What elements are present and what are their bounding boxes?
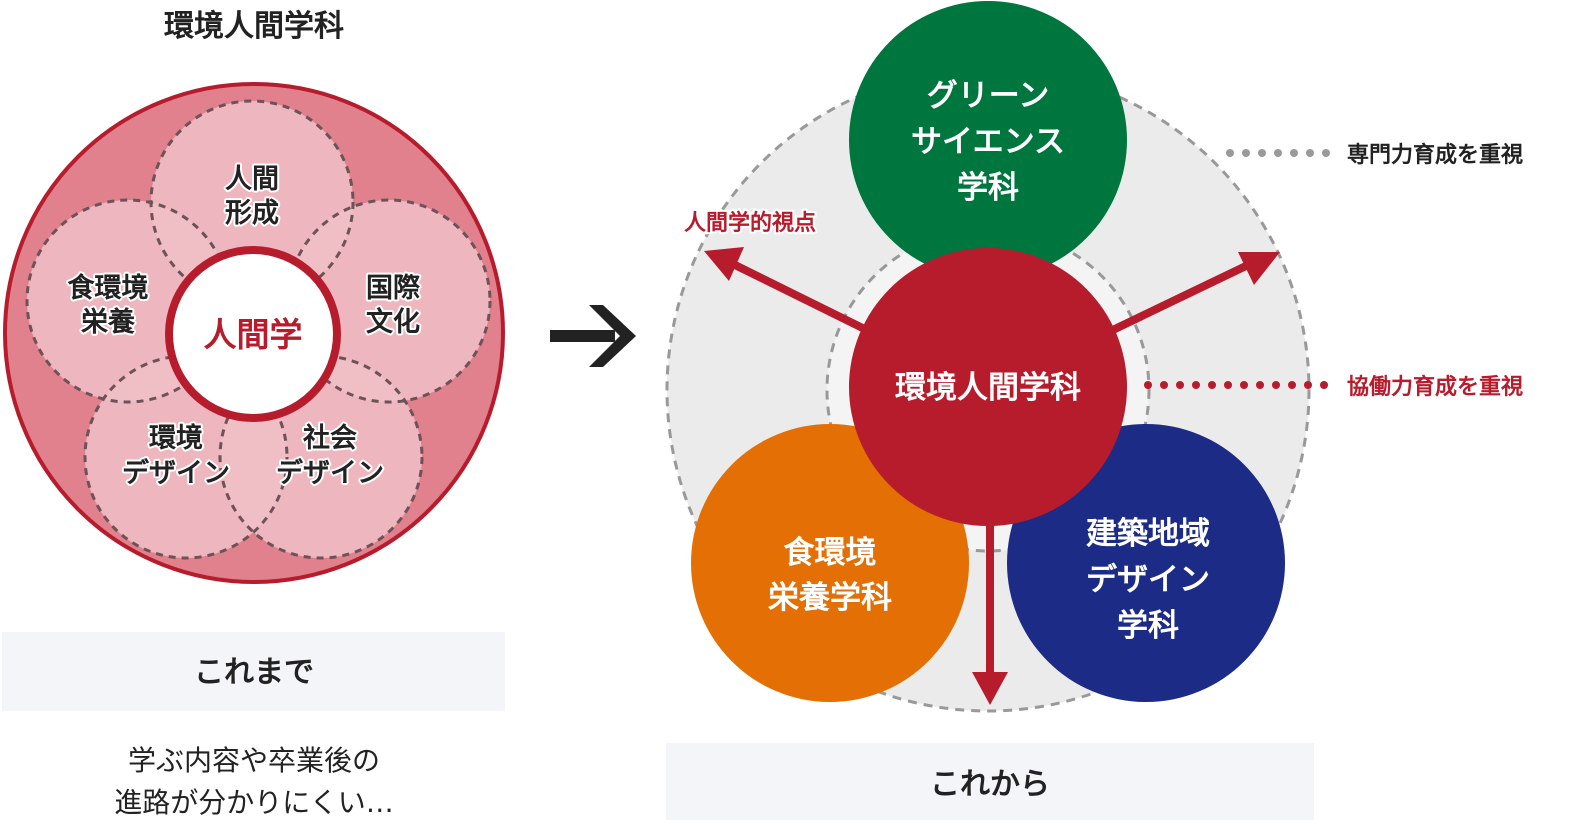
petal-label: デザイン	[122, 457, 230, 489]
core-circle	[165, 246, 341, 422]
petal-label: 国際	[366, 273, 420, 304]
arrowhead	[972, 672, 1008, 705]
perspective-label: 人間学的視点	[684, 210, 816, 236]
arrowhead	[704, 247, 744, 281]
dept-label: 学科	[1117, 608, 1179, 644]
before-note-line: 学ぶ内容や卒業後の	[128, 744, 380, 777]
before-caption: これまで	[194, 655, 314, 690]
legend-collaboration: 協働力育成を重視	[1347, 374, 1523, 400]
center-circle	[849, 248, 1127, 526]
collaboration-leader-dots	[1144, 381, 1328, 389]
petal-label: 人間	[225, 164, 279, 195]
arrowhead	[1238, 252, 1280, 285]
petal-label: 社会	[303, 422, 357, 454]
after-caption: これから	[930, 767, 1050, 802]
dept-label: グリーン	[927, 78, 1049, 114]
petal-label: デザイン	[276, 457, 384, 489]
petal-label: 環境	[149, 423, 203, 454]
petal-label: 文化	[366, 306, 420, 338]
core-label: 人間学	[204, 315, 303, 354]
legend-specialty: 専門力育成を重視	[1347, 142, 1523, 168]
before-title: 環境人間学科	[164, 9, 344, 44]
dept-label: 食環境	[784, 535, 877, 571]
after-caption-box	[666, 743, 1314, 820]
before-note-line: 進路が分かりにくい…	[114, 786, 393, 819]
specialty-leader-dots	[1226, 149, 1330, 157]
dept-label: 学科	[957, 170, 1019, 206]
dept-label: 建築地域	[1086, 516, 1210, 552]
petal-outline	[83, 354, 289, 560]
after-diagram: 環境人間学科 グリーン サイエンス 学科 食環境 栄養学科 建築地域 デザイン …	[665, 1, 1330, 713]
dept-label: デザイン	[1086, 562, 1210, 598]
petal-label: 栄養	[80, 306, 136, 338]
dept-circle-green-science	[849, 1, 1127, 279]
center-label: 環境人間学科	[895, 370, 1081, 406]
dept-label: サイエンス	[911, 124, 1065, 160]
petal-label: 食環境	[68, 272, 149, 304]
dept-label: 栄養学科	[768, 580, 892, 616]
petal-label: 形成	[225, 198, 279, 229]
before-caption-box	[2, 632, 505, 711]
before-diagram: 人間学 人間 形成 国際 文化 社会 デザイン 環境 デザイン 食環境 栄養	[3, 82, 505, 584]
right-arrow-icon	[550, 305, 636, 367]
petal-outline	[218, 354, 424, 560]
